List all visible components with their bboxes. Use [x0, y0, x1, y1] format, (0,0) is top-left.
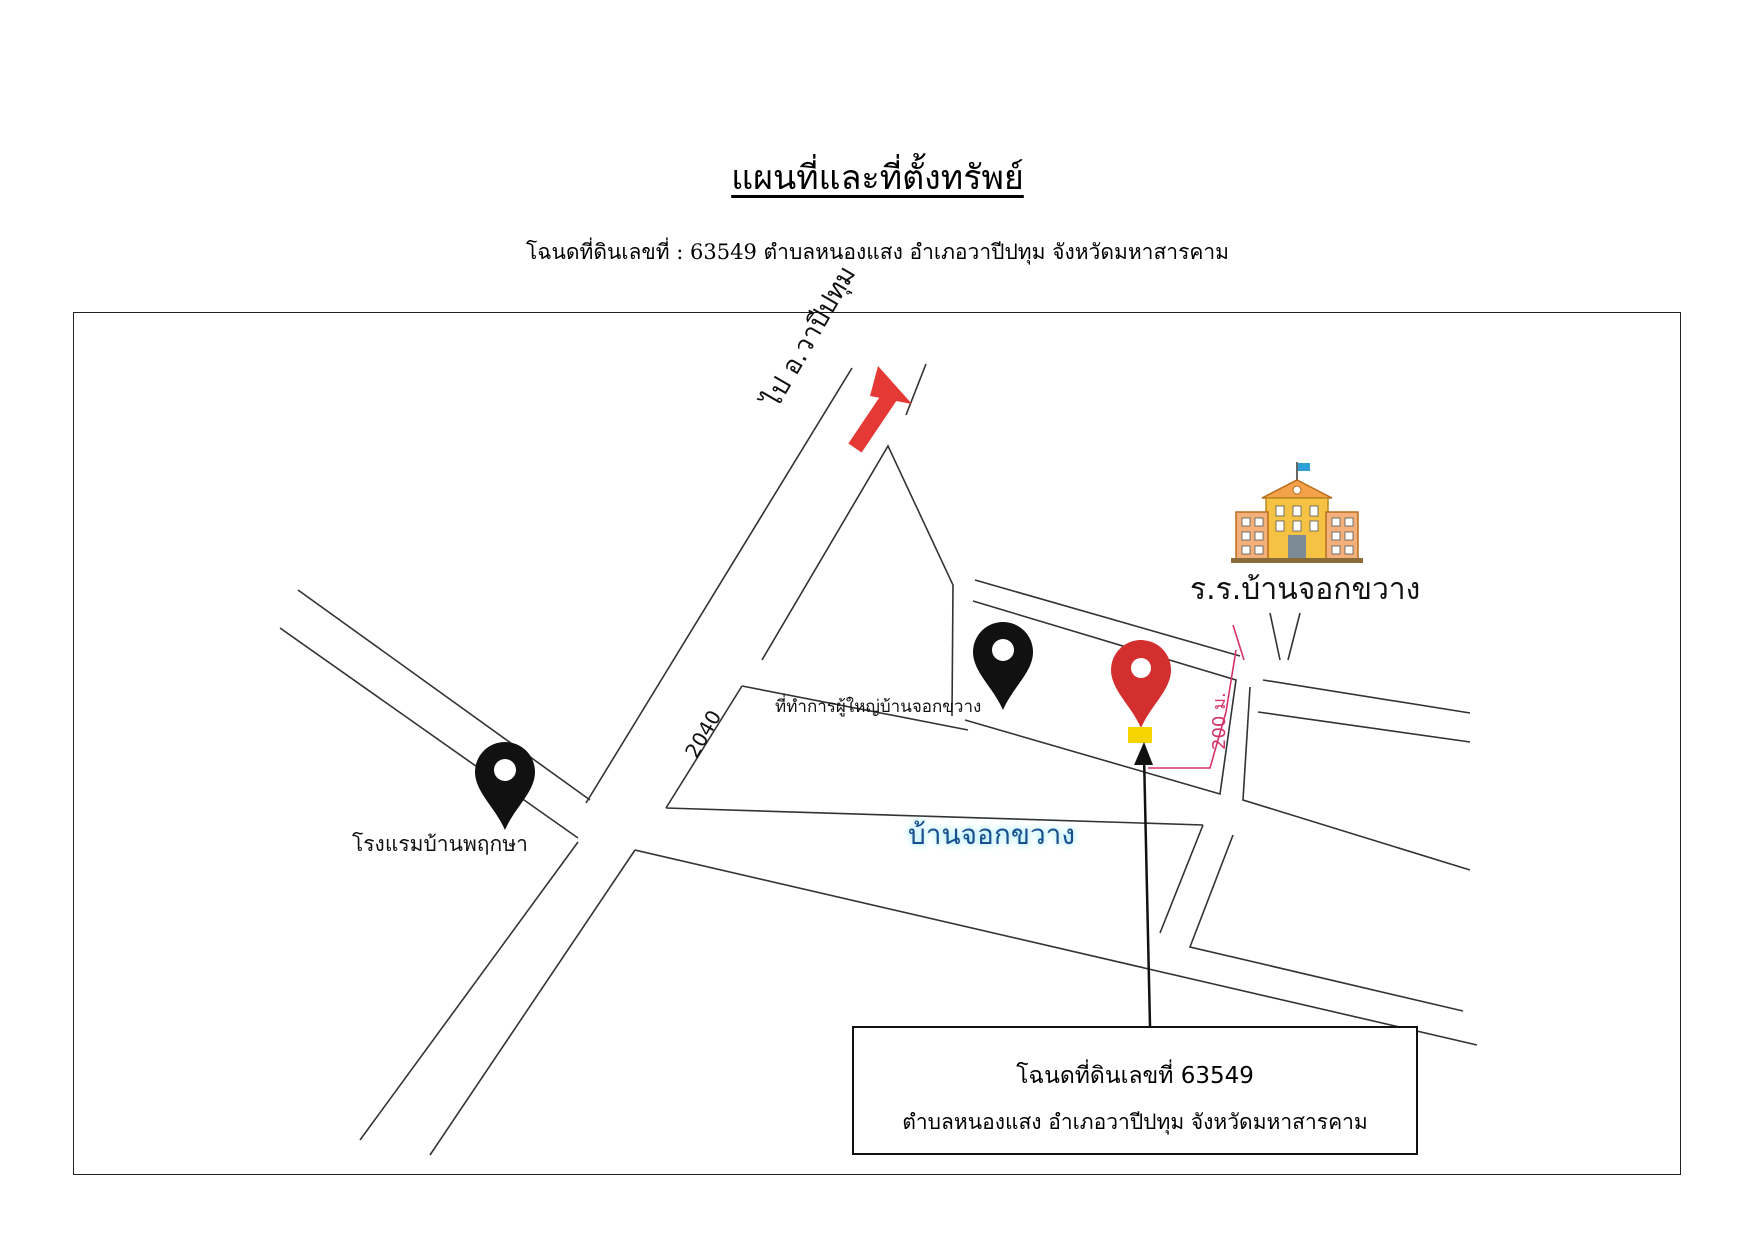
distance-label: 200 ม. [1209, 692, 1230, 750]
road-network [279, 363, 1478, 1156]
distance-bracket [1148, 624, 1245, 769]
location-pin-icon [973, 622, 1033, 710]
hotel-label: โรงแรมบ้านพฤกษา [352, 832, 528, 856]
north-arrow-icon [848, 366, 912, 453]
callout-pointer-arrow [1134, 742, 1153, 1027]
school-building-icon [1231, 462, 1363, 563]
school-label: ร.ร.บ้านจอกขวาง [1190, 572, 1421, 607]
parcel-marker [1128, 727, 1152, 743]
callout-deed-number: โฉนดที่ดินเลขที่ 63549 [1016, 1063, 1254, 1089]
document-subtitle: โฉนดที่ดินเลขที่ : 63549 ตำบลหนองแสง อำเ… [525, 240, 1230, 264]
location-pin-icon [1111, 640, 1171, 728]
callout-location: ตำบลหนองแสง อำเภอวาปีปทุม จังหวัดมหาสารค… [902, 1110, 1368, 1134]
location-pin-icon [475, 742, 535, 830]
village-label: บ้านจอกขวาง [908, 818, 1076, 851]
deed-callout-box: โฉนดที่ดินเลขที่ 63549 ตำบลหนองแสง อำเภอ… [852, 1026, 1418, 1155]
document-title: แผนที่และที่ตั้งทรัพย์ [731, 158, 1024, 198]
office-label: ที่ทำการผู้ใหญ่บ้านจอกขวาง [775, 697, 982, 717]
